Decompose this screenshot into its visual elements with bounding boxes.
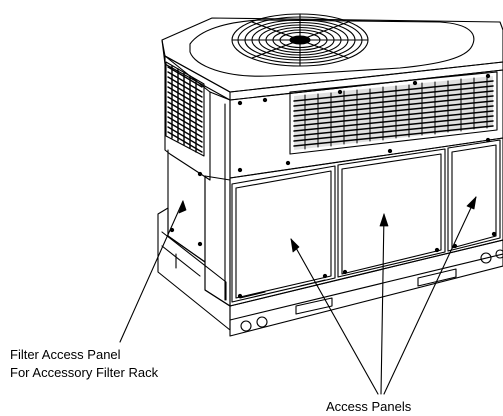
filter-access-panel-label-line2: For Accessory Filter Rack — [10, 365, 159, 380]
access-panels-label: Access Panels — [326, 399, 412, 414]
arrowhead-access-right — [466, 196, 477, 210]
fan-guard — [231, 13, 369, 67]
access-panel-middle — [337, 148, 446, 278]
arrowhead-access-middle — [379, 213, 389, 227]
leader-access-middle — [380, 213, 385, 395]
front-lower-section — [229, 137, 503, 307]
access-panel-right — [447, 139, 501, 252]
filter-access-panel-label: Filter Access Panel For Accessory Filter… — [10, 346, 158, 382]
arrowhead-access-left — [290, 238, 300, 253]
base-rail — [157, 207, 503, 337]
leader-lines — [119, 196, 477, 395]
leader-filter-panel — [119, 200, 184, 343]
leader-access-left — [290, 238, 379, 395]
left-grille — [165, 61, 205, 157]
arrowhead-filter-panel — [178, 200, 187, 214]
filter-access-panel-label-line1: Filter Access Panel — [10, 347, 121, 362]
front-grille — [289, 71, 498, 155]
leader-access-right — [383, 196, 477, 395]
